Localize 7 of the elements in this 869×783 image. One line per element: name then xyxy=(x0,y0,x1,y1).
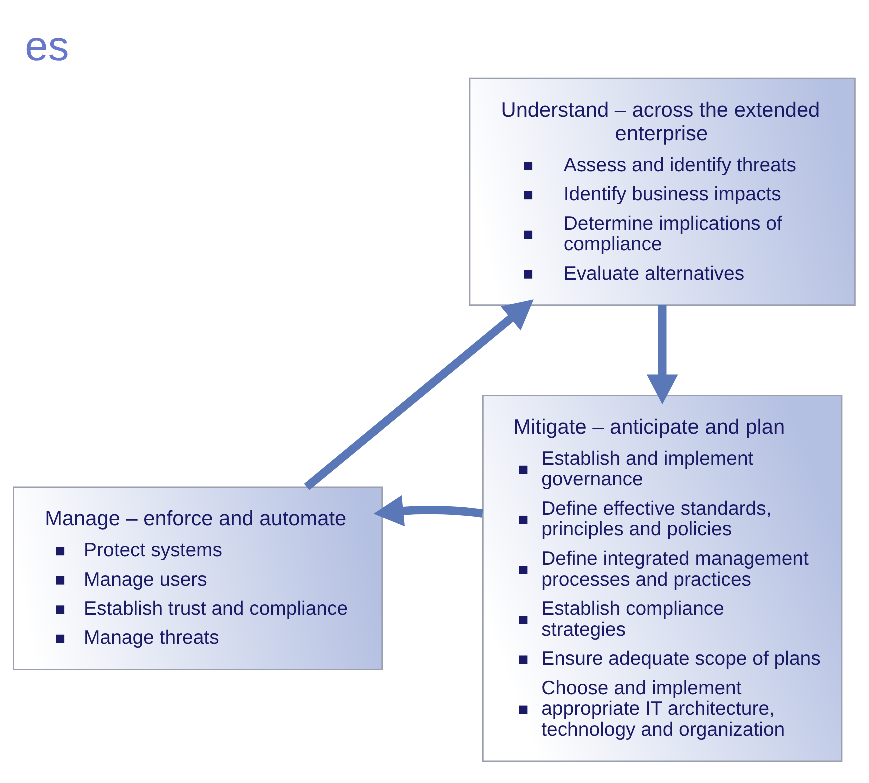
arrow xyxy=(646,305,678,405)
node-box: Mitigate – anticipate and plan Establish and implement governance Define effective standards, principles and policies Define integrated management processes and practices Establish compliance strategies Ensure adequate scope of plans Choose and implement appropriate IT architecture, technology and organization xyxy=(482,394,843,762)
arrow xyxy=(304,300,534,490)
node-box: Manage – enforce and automate Protect systems Manage users Establish trust and compliance Manage threats xyxy=(13,486,384,670)
arrow xyxy=(374,495,484,527)
node-box: Understand – across the extended enterprise Assess and identify threats Identify business impacts Determine implications of compliance Evaluate alternatives xyxy=(469,78,856,306)
diagram-title: es xyxy=(25,22,70,70)
